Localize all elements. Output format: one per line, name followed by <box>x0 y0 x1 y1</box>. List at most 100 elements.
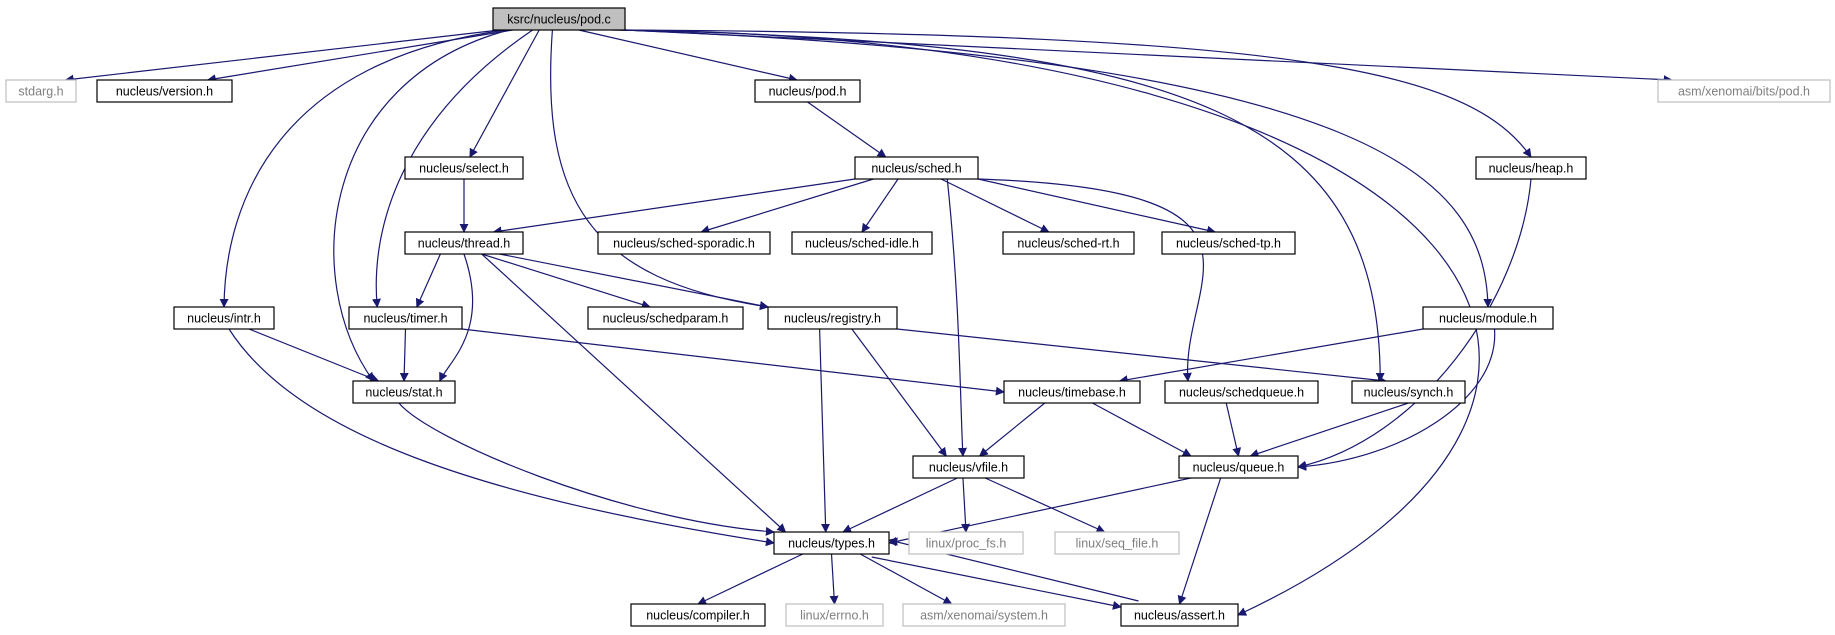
edge-registry-to-synch <box>896 328 1387 385</box>
node-box-version <box>96 79 233 103</box>
edge-pod_c-to-stat <box>333 29 509 382</box>
edge-sched-to-rt <box>940 178 1050 233</box>
node-registry[interactable]: nucleus/registry.h <box>767 306 898 330</box>
node-sched[interactable]: nucleus/sched.h <box>854 156 979 180</box>
node-rt[interactable]: nucleus/sched-rt.h <box>1002 231 1135 255</box>
edge-module-to-timebase <box>1118 328 1424 385</box>
edge-queue-to-assert <box>1177 477 1222 605</box>
edge-pod_c-to-intr <box>219 29 507 308</box>
edge-types-to-errno <box>829 553 839 605</box>
node-proc_fs: linux/proc_fs.h <box>908 531 1024 555</box>
node-schedqueue[interactable]: nucleus/schedqueue.h <box>1164 380 1319 404</box>
node-box-pod_c <box>492 7 626 31</box>
node-assert[interactable]: nucleus/assert.h <box>1120 603 1239 627</box>
edge-thread-to-registry <box>499 253 769 310</box>
node-stdarg: stdarg.h <box>5 79 77 103</box>
node-timer[interactable]: nucleus/timer.h <box>348 306 463 330</box>
node-version[interactable]: nucleus/version.h <box>96 79 233 103</box>
node-box-intr <box>173 306 275 330</box>
node-label-asm_pod: asm/xenomai/bits/pod.h <box>1678 85 1810 99</box>
node-timebase[interactable]: nucleus/timebase.h <box>1003 380 1141 404</box>
node-system: asm/xenomai/system.h <box>902 603 1066 627</box>
node-asm_pod: asm/xenomai/bits/pod.h <box>1657 79 1831 103</box>
node-label-select: nucleus/select.h <box>419 162 509 176</box>
node-schedparam[interactable]: nucleus/schedparam.h <box>587 306 744 330</box>
edge-timebase-to-vfile <box>978 402 1046 457</box>
node-types[interactable]: nucleus/types.h <box>773 531 890 555</box>
node-box-synch <box>1351 380 1466 404</box>
node-heap[interactable]: nucleus/heap.h <box>1475 156 1587 180</box>
node-tp[interactable]: nucleus/sched-tp.h <box>1161 231 1296 255</box>
node-box-assert <box>1120 603 1239 627</box>
node-pod_c[interactable]: ksrc/nucleus/pod.c <box>492 7 626 31</box>
node-vfile[interactable]: nucleus/vfile.h <box>912 455 1025 479</box>
edge-timer-to-stat <box>399 328 409 382</box>
node-label-system: asm/xenomai/system.h <box>920 609 1048 623</box>
node-module[interactable]: nucleus/module.h <box>1422 306 1554 330</box>
node-pod_h[interactable]: nucleus/pod.h <box>754 79 861 103</box>
node-label-queue: nucleus/queue.h <box>1193 461 1285 475</box>
node-label-stdarg: stdarg.h <box>18 85 63 99</box>
edge-vfile-to-types <box>842 477 958 533</box>
node-box-module <box>1422 306 1554 330</box>
node-label-compiler: nucleus/compiler.h <box>646 609 750 623</box>
edge-pod_c-to-synch <box>611 29 1385 382</box>
node-box-seq_file <box>1054 531 1180 555</box>
node-idle[interactable]: nucleus/sched-idle.h <box>791 231 933 255</box>
edge-vfile-to-seq_file <box>984 477 1106 533</box>
node-box-proc_fs <box>908 531 1024 555</box>
node-label-sched: nucleus/sched.h <box>871 162 961 176</box>
edge-sched-to-tp <box>977 178 1217 235</box>
node-label-heap: nucleus/heap.h <box>1489 162 1574 176</box>
node-select[interactable]: nucleus/select.h <box>404 156 524 180</box>
edge-types-to-assert <box>871 556 1122 610</box>
node-box-queue <box>1178 455 1299 479</box>
edge-sched-to-schedqueue <box>977 178 1205 382</box>
edge-sched-to-vfile <box>946 178 968 457</box>
node-box-system <box>902 603 1066 627</box>
edge-thread-to-schedparam <box>481 253 651 309</box>
edge-pod_h-to-sched <box>807 101 887 158</box>
node-box-vfile <box>912 455 1025 479</box>
node-box-sporadic <box>597 231 771 255</box>
node-queue[interactable]: nucleus/queue.h <box>1178 455 1299 479</box>
node-box-sched <box>854 156 979 180</box>
edge-thread-to-types <box>481 253 787 533</box>
node-errno: linux/errno.h <box>785 603 884 627</box>
node-label-schedqueue: nucleus/schedqueue.h <box>1179 386 1304 400</box>
node-synch[interactable]: nucleus/synch.h <box>1351 380 1466 404</box>
node-box-stdarg <box>5 79 77 103</box>
node-label-intr: nucleus/intr.h <box>187 312 261 326</box>
node-box-timebase <box>1003 380 1141 404</box>
node-thread[interactable]: nucleus/thread.h <box>404 231 524 255</box>
node-seq_file: linux/seq_file.h <box>1054 531 1180 555</box>
node-label-assert: nucleus/assert.h <box>1134 609 1225 623</box>
node-box-stat <box>352 380 456 404</box>
node-stat[interactable]: nucleus/stat.h <box>352 380 456 404</box>
edge-pod_c-to-registry <box>550 29 769 311</box>
edge-pod_c-to-assert <box>624 29 1480 616</box>
node-label-tp: nucleus/sched-tp.h <box>1176 237 1281 251</box>
node-label-proc_fs: linux/proc_fs.h <box>926 537 1007 551</box>
node-box-rt <box>1002 231 1135 255</box>
edge-module-to-queue <box>1297 328 1496 471</box>
edge-schedqueue-to-queue <box>1225 402 1242 457</box>
edge-stat-to-types <box>398 402 775 536</box>
node-label-stat: nucleus/stat.h <box>365 386 442 400</box>
node-compiler[interactable]: nucleus/compiler.h <box>630 603 766 627</box>
edge-sched-to-thread <box>492 178 856 236</box>
node-sporadic[interactable]: nucleus/sched-sporadic.h <box>597 231 771 255</box>
edge-thread-to-stat <box>439 253 474 382</box>
node-box-schedparam <box>587 306 744 330</box>
edge-pod_c-to-heap <box>622 29 1532 158</box>
edge-pod_c-to-select <box>469 29 540 158</box>
edge-heap-to-queue <box>1297 178 1532 470</box>
node-box-thread <box>404 231 524 255</box>
node-intr[interactable]: nucleus/intr.h <box>173 306 275 330</box>
edge-registry-to-types <box>819 328 831 533</box>
node-box-pod_h <box>754 79 861 103</box>
edge-pod_c-to-stdarg <box>64 29 500 84</box>
edge-sched-to-idle <box>861 178 899 233</box>
node-label-sporadic: nucleus/sched-sporadic.h <box>613 237 755 251</box>
edge-vfile-to-proc_fs <box>961 477 971 533</box>
